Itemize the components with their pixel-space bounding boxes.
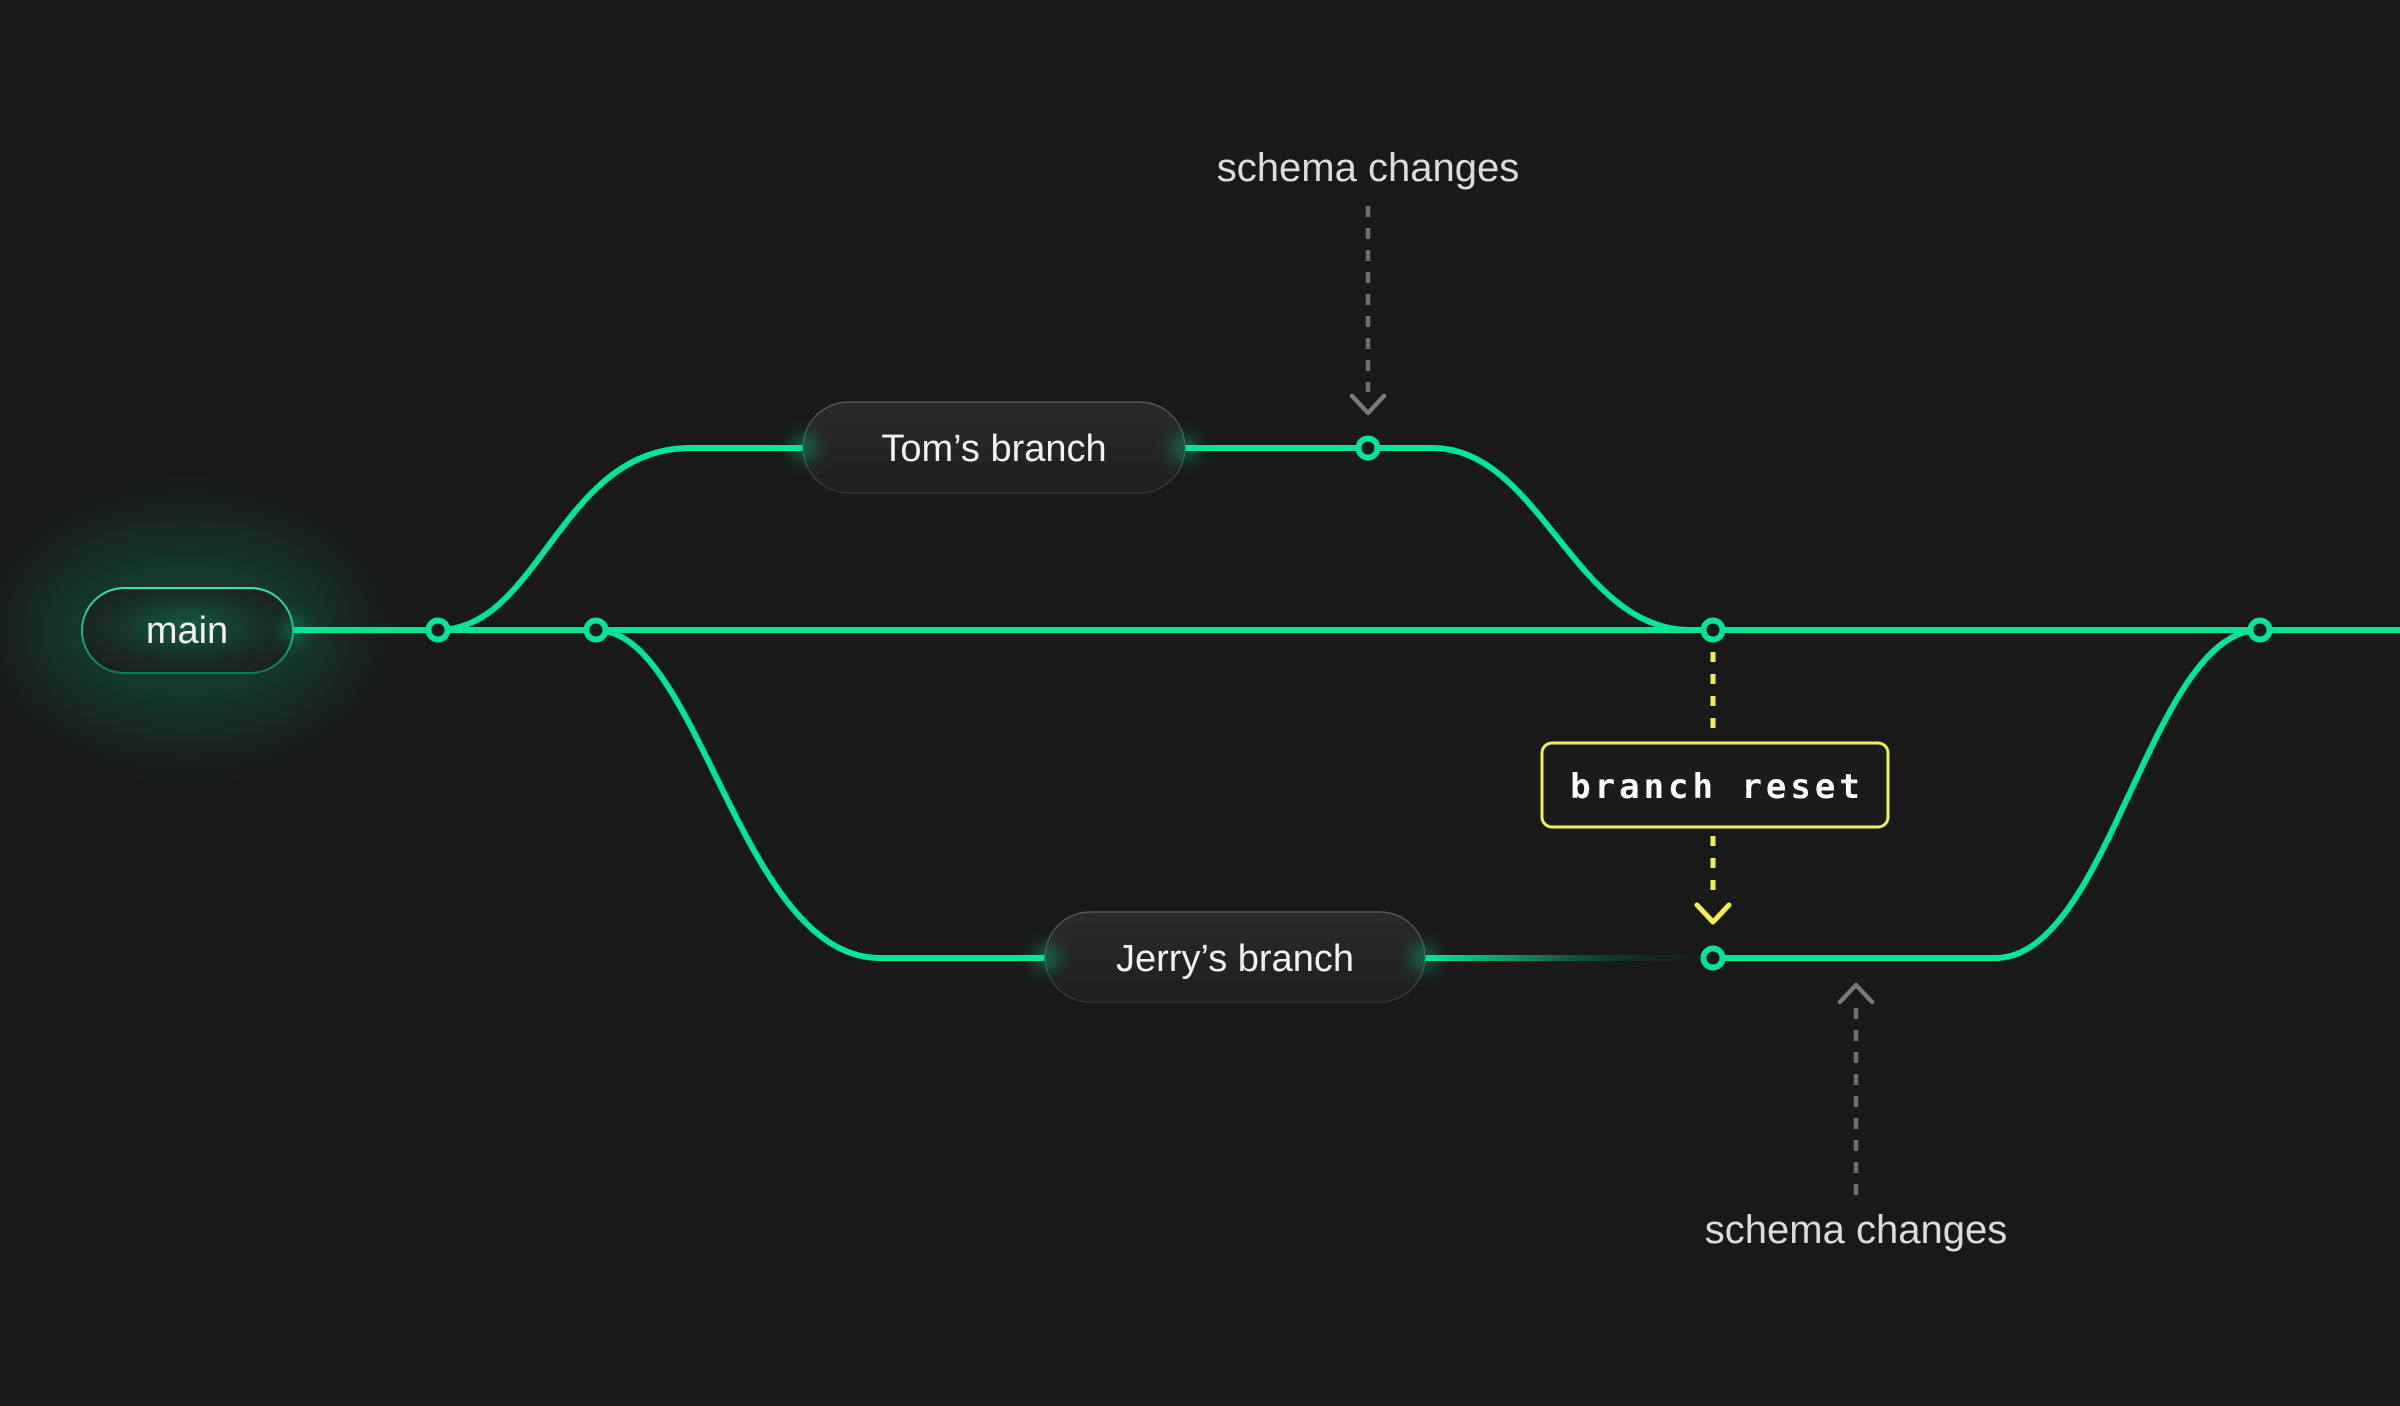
jerry-branch-label: Jerry’s branch [1116, 938, 1354, 980]
commit-node-jerry-fork [583, 617, 609, 643]
commit-node-tom-fork [425, 617, 451, 643]
jerry-branch-merge-line [1713, 627, 2261, 961]
commit-node-jerry-reset-target [1700, 945, 1726, 971]
commit-node-tom-schema-change [1355, 435, 1381, 461]
branch-reset-label: branch reset [1570, 767, 1864, 807]
line-glow-tom-pill-left [795, 439, 813, 457]
line-glow-jerry-pill-left [1037, 949, 1055, 967]
line-glow-main-pill-edge [285, 622, 301, 638]
commit-node-merge [2247, 617, 2273, 643]
main-branch-pill-inner-glow [82, 588, 293, 673]
main-branch-label: main [146, 610, 228, 652]
line-glow-jerry-pill-right [1415, 949, 1433, 967]
jerry-branch-line [595, 627, 1430, 961]
chevron-down-icon [1349, 393, 1387, 416]
arrow-down-icon [1694, 902, 1732, 925]
chevron-up-icon [1837, 982, 1875, 1005]
tom-branch-label: Tom’s branch [881, 428, 1106, 470]
commit-node-main-reset-source [1700, 617, 1726, 643]
tom-branch-line [437, 445, 1713, 633]
branch-reset-box [1540, 741, 1890, 829]
schema-changes-label-bottom: schema changes [1705, 1208, 2007, 1252]
line-glow-tom-pill-right [1175, 439, 1193, 457]
schema-changes-label-top: schema changes [1217, 146, 1519, 190]
